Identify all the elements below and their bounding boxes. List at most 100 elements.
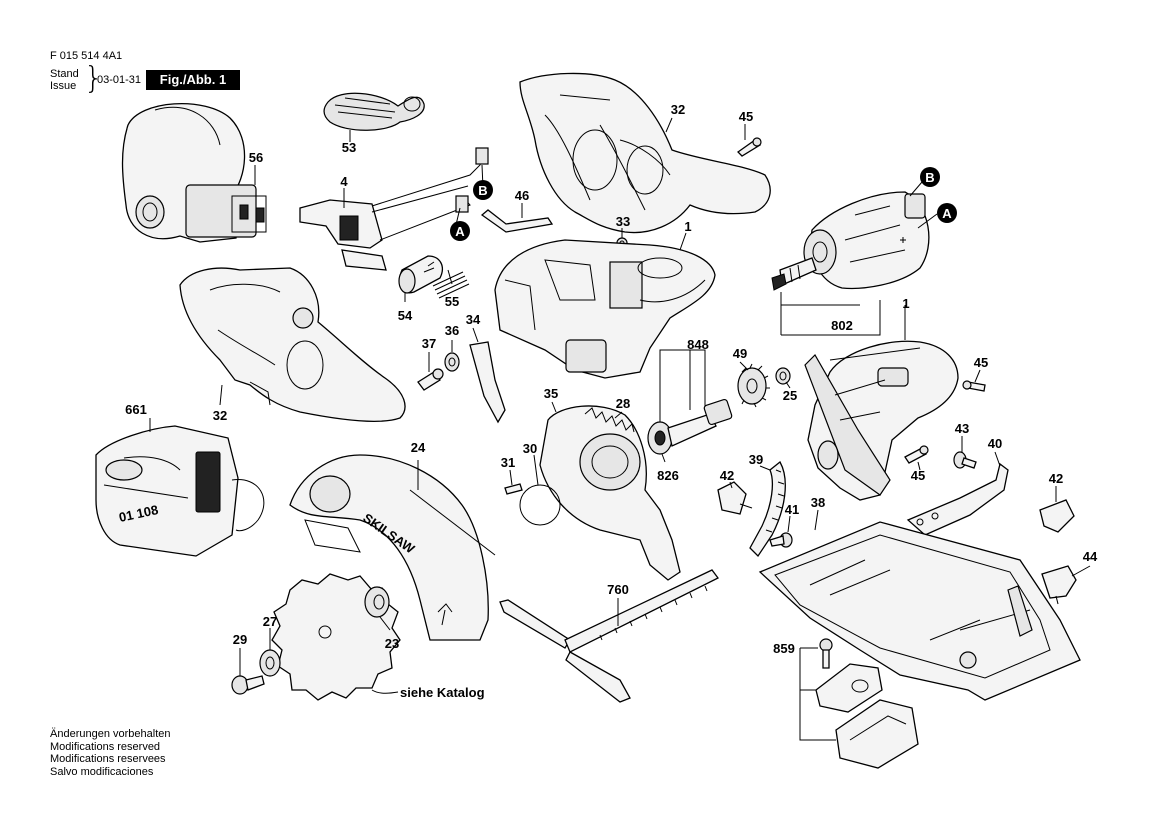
part-label: 45 — [974, 355, 988, 370]
part-label: 40 — [988, 436, 1002, 451]
figure-tag: Fig./Abb. 1 — [146, 70, 240, 90]
issue-date: 03-01-31 — [97, 74, 142, 86]
part-label: 27 — [263, 614, 277, 629]
part-label: 42 — [720, 468, 734, 483]
part-label: 32 — [671, 102, 685, 117]
gear-part — [737, 363, 770, 408]
svg-text:A: A — [455, 224, 465, 239]
modification-notes: Änderungen vorbehalten Modifications res… — [50, 728, 170, 778]
retaining-ring-part — [519, 484, 561, 526]
screw-part — [769, 532, 793, 548]
part-label: 36 — [445, 323, 459, 338]
lower-guard-part — [539, 405, 681, 581]
part-label: 28 — [616, 396, 630, 411]
issue-label: Issue — [50, 80, 77, 92]
brace-icon: } — [84, 61, 104, 96]
document-number: F 015 514 4A1 — [50, 50, 123, 62]
note-line: Modifications reserved — [50, 740, 161, 753]
callout-b-icon: B — [920, 167, 940, 187]
screw-part — [819, 638, 833, 669]
part-label: 46 — [515, 188, 529, 203]
callout-b-icon: B — [473, 180, 493, 200]
part-label: 54 — [398, 308, 413, 323]
brush-holder-part — [398, 255, 470, 299]
bevel-scale-part — [749, 461, 786, 558]
part-label: 25 — [783, 388, 797, 403]
blade-catalog-note: siehe Katalog — [400, 685, 485, 700]
part-label: 45 — [911, 468, 925, 483]
base-plate-part — [758, 521, 1081, 701]
screw-part — [953, 451, 977, 469]
housing-half-part — [121, 103, 267, 243]
rip-fence-part — [499, 569, 719, 703]
blade-bolt-part — [231, 675, 265, 695]
svg-text:B: B — [478, 183, 487, 198]
blade-guard-part — [289, 454, 489, 641]
screw-part — [962, 380, 986, 392]
spring-part — [584, 407, 635, 433]
part-label: 33 — [616, 214, 630, 229]
flange-part — [259, 649, 281, 677]
part-label: 31 — [501, 455, 515, 470]
flange-washer-part — [364, 586, 390, 618]
callout-a-icon: A — [937, 203, 957, 223]
part-label: 38 — [811, 495, 825, 510]
part-label: 859 — [773, 641, 795, 656]
leader-lines — [149, 117, 1091, 741]
depth-bracket-part — [906, 462, 1009, 536]
screw-part — [504, 483, 523, 495]
part-label: 661 — [125, 402, 147, 417]
stand-label: Stand — [50, 68, 79, 80]
bushing-part — [775, 367, 791, 385]
motor-part — [771, 191, 930, 291]
screw-part — [904, 445, 929, 464]
part-label: 53 — [342, 140, 356, 155]
part-label: 34 — [466, 312, 481, 327]
note-line: Änderungen vorbehalten — [50, 728, 171, 740]
dust-adapter-part — [815, 663, 919, 769]
screw-part — [736, 137, 762, 157]
part-label: 35 — [544, 386, 558, 401]
svg-text:A: A — [942, 206, 952, 221]
knob-part — [717, 481, 753, 515]
main-housing-part — [494, 239, 716, 379]
part-label: 29 — [233, 632, 247, 647]
part-label: 44 — [1083, 549, 1098, 564]
knob-part — [1041, 565, 1077, 605]
part-label: 45 — [739, 109, 753, 124]
screw-part — [417, 368, 444, 391]
part-label: 32 — [213, 408, 227, 423]
housing-half-part — [179, 267, 406, 422]
washer-part — [444, 352, 460, 372]
part-label: 43 — [955, 421, 969, 436]
part-label: 56 — [249, 150, 263, 165]
part-label: 55 — [445, 294, 459, 309]
part-label: 826 — [657, 468, 679, 483]
part-label: 37 — [422, 336, 436, 351]
part-label: 30 — [523, 441, 537, 456]
main-housing-part — [804, 340, 959, 501]
part-label: 39 — [749, 452, 763, 467]
shaft-part — [667, 398, 733, 447]
part-label: 41 — [785, 502, 799, 517]
switch-part — [299, 147, 489, 271]
allen-wrench-part — [480, 209, 554, 233]
note-line: Modifications reservees — [50, 753, 166, 765]
part-label: 848 — [687, 337, 709, 352]
knob-part — [1039, 499, 1075, 533]
part-label: 802 — [831, 318, 853, 333]
part-label: 760 — [607, 582, 629, 597]
part-label: 23 — [385, 636, 399, 651]
housing-cover-part — [519, 72, 771, 234]
svg-text:B: B — [925, 170, 934, 185]
part-label: 42 — [1049, 471, 1063, 486]
note-line: Salvo modificaciones — [50, 765, 154, 778]
callout-a-icon: A — [450, 221, 470, 241]
part-label: 1 — [902, 296, 909, 311]
bearing-part — [647, 421, 673, 455]
grip-part — [323, 92, 425, 131]
part-label: 1 — [684, 219, 691, 234]
part-label: 4 — [340, 174, 348, 189]
charger-part — [95, 425, 265, 557]
